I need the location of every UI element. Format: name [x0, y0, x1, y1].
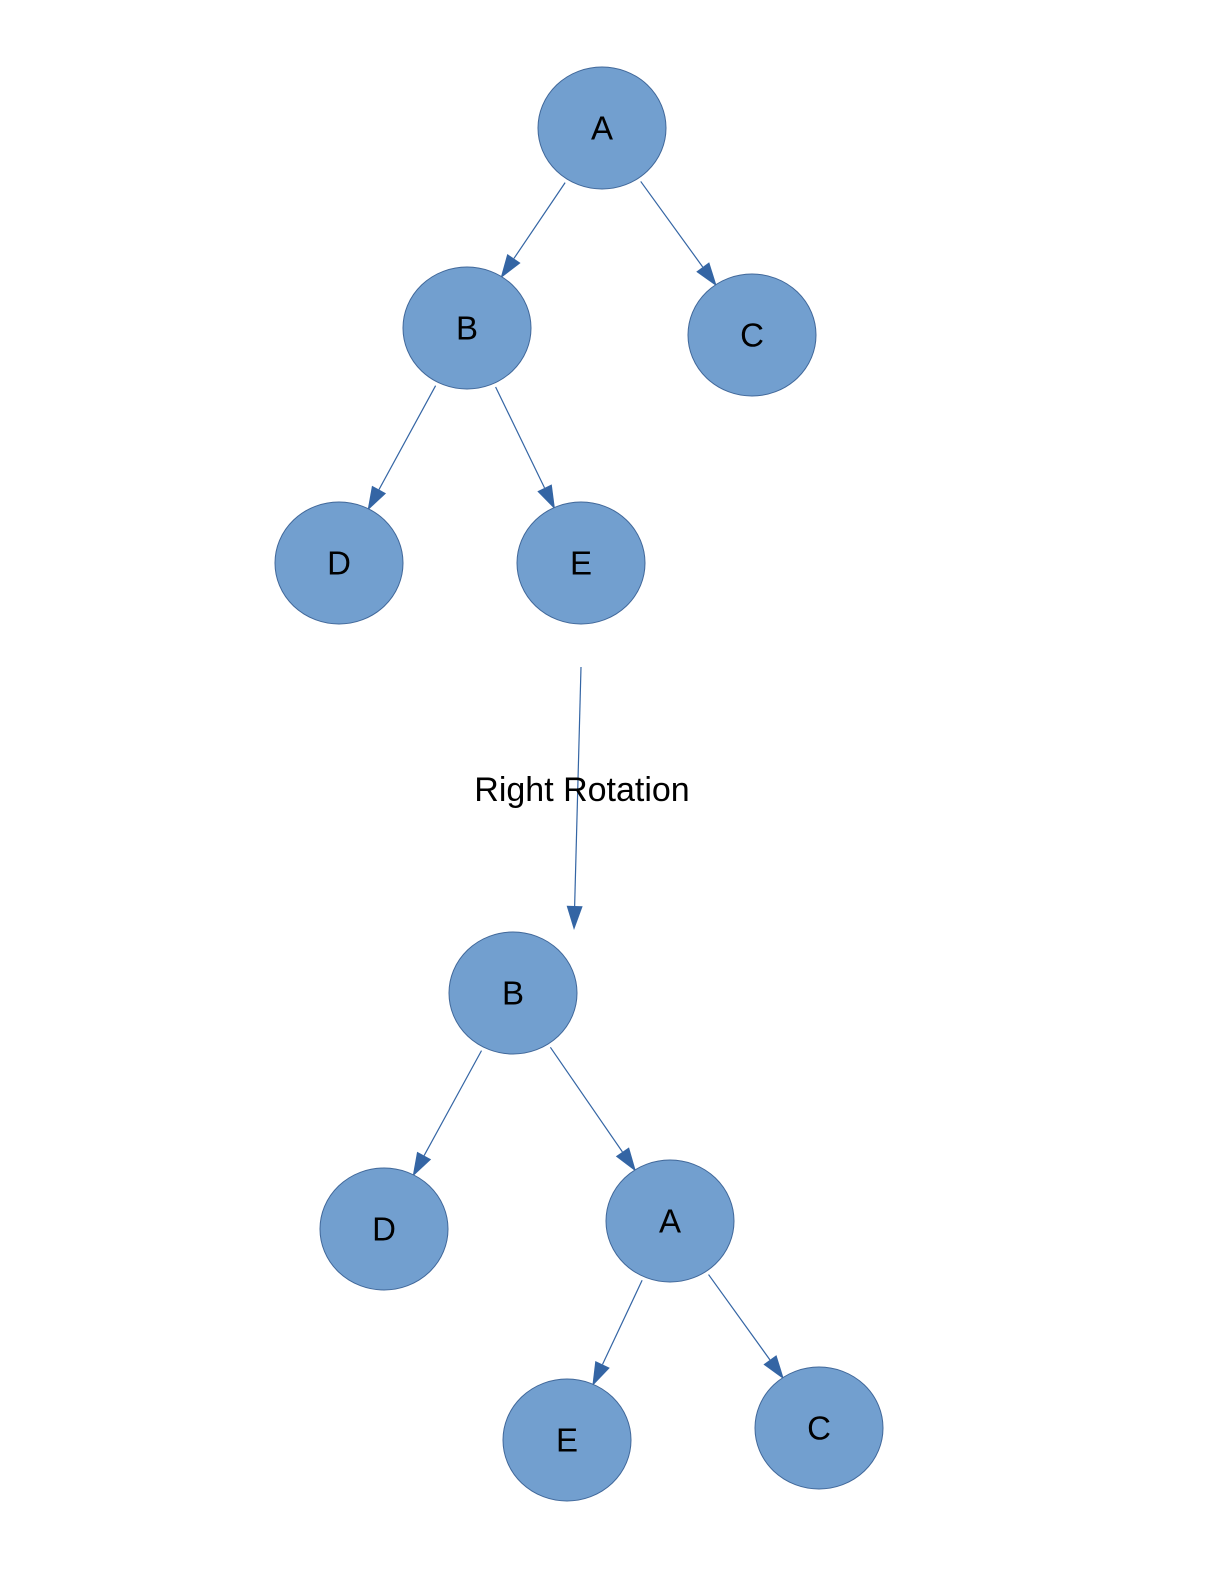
node-top-A: A — [537, 66, 667, 190]
edge-bottom-B-to-bottom-A — [549, 1046, 637, 1172]
node-top-B-circle — [402, 266, 532, 390]
node-bottom-C-label: C — [807, 1410, 831, 1447]
edge-bottom-A-to-bottom-C-arrowhead — [763, 1355, 784, 1380]
edge-top-A-to-top-C — [640, 181, 717, 287]
edge-top-A-to-top-B-arrowhead — [500, 253, 521, 279]
node-bottom-E-label: E — [556, 1422, 578, 1459]
edge-top-B-to-top-E — [495, 386, 556, 510]
edge-top-A-to-top-C-line — [640, 181, 704, 268]
edge-bottom-B-to-bottom-A-line — [549, 1046, 623, 1153]
rotation-transition-arrow — [566, 666, 583, 930]
node-bottom-D: D — [319, 1167, 449, 1291]
edge-top-B-to-top-D-line — [378, 385, 437, 490]
edge-bottom-B-to-bottom-A-arrowhead — [615, 1147, 637, 1172]
node-bottom-A-label: A — [659, 1203, 681, 1240]
node-bottom-D-label: D — [372, 1211, 396, 1248]
node-top-E: E — [516, 501, 646, 625]
edge-bottom-B-to-bottom-D-line — [423, 1050, 483, 1156]
edge-bottom-A-to-bottom-E-arrowhead — [592, 1361, 610, 1387]
rotation-transition-arrow-arrowhead — [566, 905, 583, 930]
node-bottom-B-circle — [448, 931, 578, 1055]
node-top-E-circle — [516, 501, 646, 625]
node-top-C: C — [687, 273, 817, 397]
node-top-C-label: C — [740, 317, 764, 354]
edge-top-B-to-top-E-line — [495, 386, 546, 489]
node-bottom-A-circle — [605, 1159, 735, 1283]
node-top-B: B — [402, 266, 532, 390]
edge-bottom-A-to-bottom-C-line — [708, 1274, 771, 1361]
node-top-D: D — [274, 501, 404, 625]
edge-top-A-to-top-B-line — [513, 182, 566, 259]
edge-top-B-to-top-E-arrowhead — [537, 484, 556, 510]
edge-bottom-A-to-bottom-E-line — [601, 1280, 643, 1365]
node-top-C-circle — [687, 273, 817, 397]
node-top-A-label: A — [591, 110, 613, 147]
edge-bottom-A-to-bottom-E — [592, 1280, 643, 1387]
edge-bottom-B-to-bottom-D-arrowhead — [412, 1151, 432, 1177]
edges-layer — [367, 181, 784, 1387]
node-top-D-circle — [274, 501, 404, 625]
node-bottom-A: A — [605, 1159, 735, 1283]
edge-bottom-A-to-bottom-C — [708, 1274, 784, 1380]
node-bottom-B-label: B — [502, 975, 524, 1012]
edge-top-B-to-top-D-arrowhead — [367, 485, 387, 511]
edge-bottom-B-to-bottom-D — [412, 1050, 483, 1177]
rotation-transition-arrow-line — [574, 666, 582, 907]
edge-top-A-to-top-B — [500, 182, 566, 279]
node-top-B-label: B — [456, 310, 478, 347]
node-top-E-label: E — [570, 545, 592, 582]
edge-top-A-to-top-C-arrowhead — [696, 262, 717, 287]
node-bottom-E-circle — [502, 1378, 632, 1502]
node-bottom-E: E — [502, 1378, 632, 1502]
node-bottom-C-circle — [754, 1366, 884, 1490]
nodes-layer: A B C D E B D A E C — [274, 66, 884, 1502]
node-bottom-D-circle — [319, 1167, 449, 1291]
node-top-A-circle — [537, 66, 667, 190]
node-bottom-B: B — [448, 931, 578, 1055]
edge-top-B-to-top-D — [367, 385, 437, 511]
right-rotation-label: Right Rotation — [474, 771, 689, 809]
node-top-D-label: D — [327, 545, 351, 582]
node-bottom-C: C — [754, 1366, 884, 1490]
